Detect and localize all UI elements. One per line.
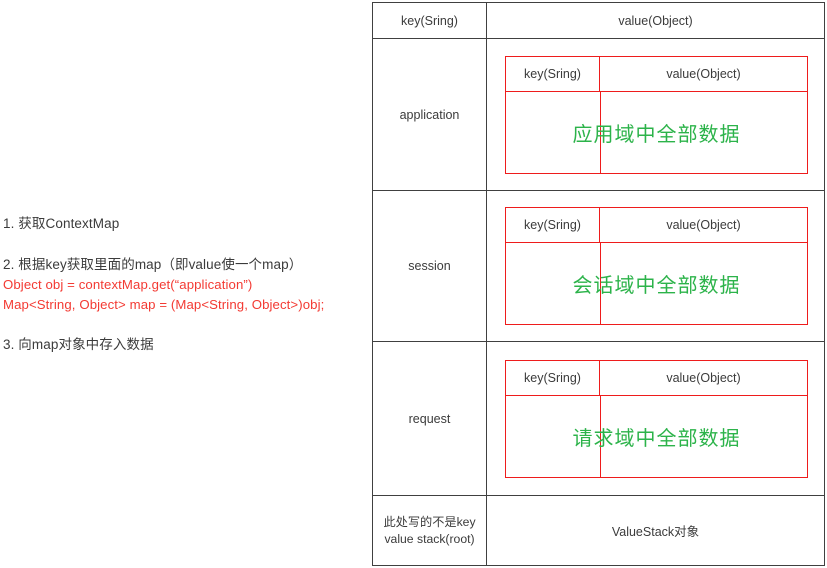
row-value-session: key(Sring) value(Object) 会话域中全部数据 (487, 191, 824, 341)
note-step-2: 2. 根据key获取里面的map（即value使一个map） (3, 257, 303, 272)
inner-header-value: value(Object) (666, 218, 741, 232)
inner-map-table-application: key(Sring) value(Object) 应用域中全部数据 (505, 55, 808, 174)
table-row-request: request key(Sring) value(Object) 请求域中全部数… (373, 342, 824, 496)
inner-map-table-session: key(Sring) value(Object) 会话域中全部数据 (505, 207, 808, 325)
inner-header-key: key(Sring) (506, 360, 600, 395)
inner-body-row: 请求域中全部数据 (506, 396, 807, 477)
inner-header-value: value(Object) (666, 66, 741, 81)
row-key-session: session (373, 191, 487, 341)
inner-header-key: key(Sring) (506, 56, 600, 91)
header-cell-value: value(Object) (618, 13, 693, 28)
inner-body-row: 会话域中全部数据 (506, 243, 807, 324)
table-row-session: session key(Sring) value(Object) 会话域中全部数… (373, 191, 824, 342)
inner-column-divider (600, 395, 601, 477)
header-cell-key: key(Sring) (373, 3, 487, 38)
inner-body-label: 会话域中全部数据 (572, 275, 741, 297)
inner-map-table-request: key(Sring) value(Object) 请求域中全部数据 (505, 359, 808, 478)
row-key-value-stack: 此处写的不是key value stack(root) (373, 496, 487, 565)
inner-column-divider (600, 243, 601, 324)
value-stack-key-line-1: 此处写的不是key (383, 514, 476, 529)
inner-column-divider (600, 91, 601, 173)
inner-body-row: 应用域中全部数据 (506, 92, 807, 173)
code-line-cast-map: Map<String, Object> map = (Map<String, O… (3, 297, 325, 312)
table-header-row: key(Sring) value(Object) (373, 3, 824, 39)
row-value-request: key(Sring) value(Object) 请求域中全部数据 (487, 342, 824, 495)
row-value-value-stack: ValueStack对象 (487, 496, 824, 565)
inner-header-row: key(Sring) value(Object) (506, 208, 807, 243)
inner-header-value: value(Object) (666, 370, 741, 385)
inner-body-label: 应用域中全部数据 (572, 123, 741, 146)
value-stack-object-label: ValueStack对象 (611, 525, 700, 539)
row-value-application: key(Sring) value(Object) 应用域中全部数据 (487, 39, 824, 190)
context-map-table: key(Sring) value(Object) application key… (372, 2, 825, 566)
value-stack-key-line-2: value stack(root) (384, 531, 475, 546)
inner-header-row: key(Sring) value(Object) (506, 56, 807, 92)
table-row-application: application key(Sring) value(Object) 应用域… (373, 39, 824, 191)
table-row-value-stack: 此处写的不是key value stack(root) ValueStack对象 (373, 496, 824, 565)
inner-header-key: key(Sring) (506, 208, 600, 242)
inner-header-row: key(Sring) value(Object) (506, 360, 807, 396)
inner-body-label: 请求域中全部数据 (572, 427, 741, 450)
code-line-get-application: Object obj = contextMap.get(“application… (3, 277, 253, 292)
row-key-application: application (373, 39, 487, 190)
explanation-notes-panel: 1. 获取ContextMap 2. 根据key获取里面的map（即value使… (0, 0, 372, 568)
value-stack-key-note: 此处写的不是key value stack(root) (383, 514, 475, 548)
row-key-request: request (373, 342, 487, 495)
note-step-3: 3. 向map对象中存入数据 (3, 337, 154, 352)
note-step-1: 1. 获取ContextMap (3, 216, 120, 231)
